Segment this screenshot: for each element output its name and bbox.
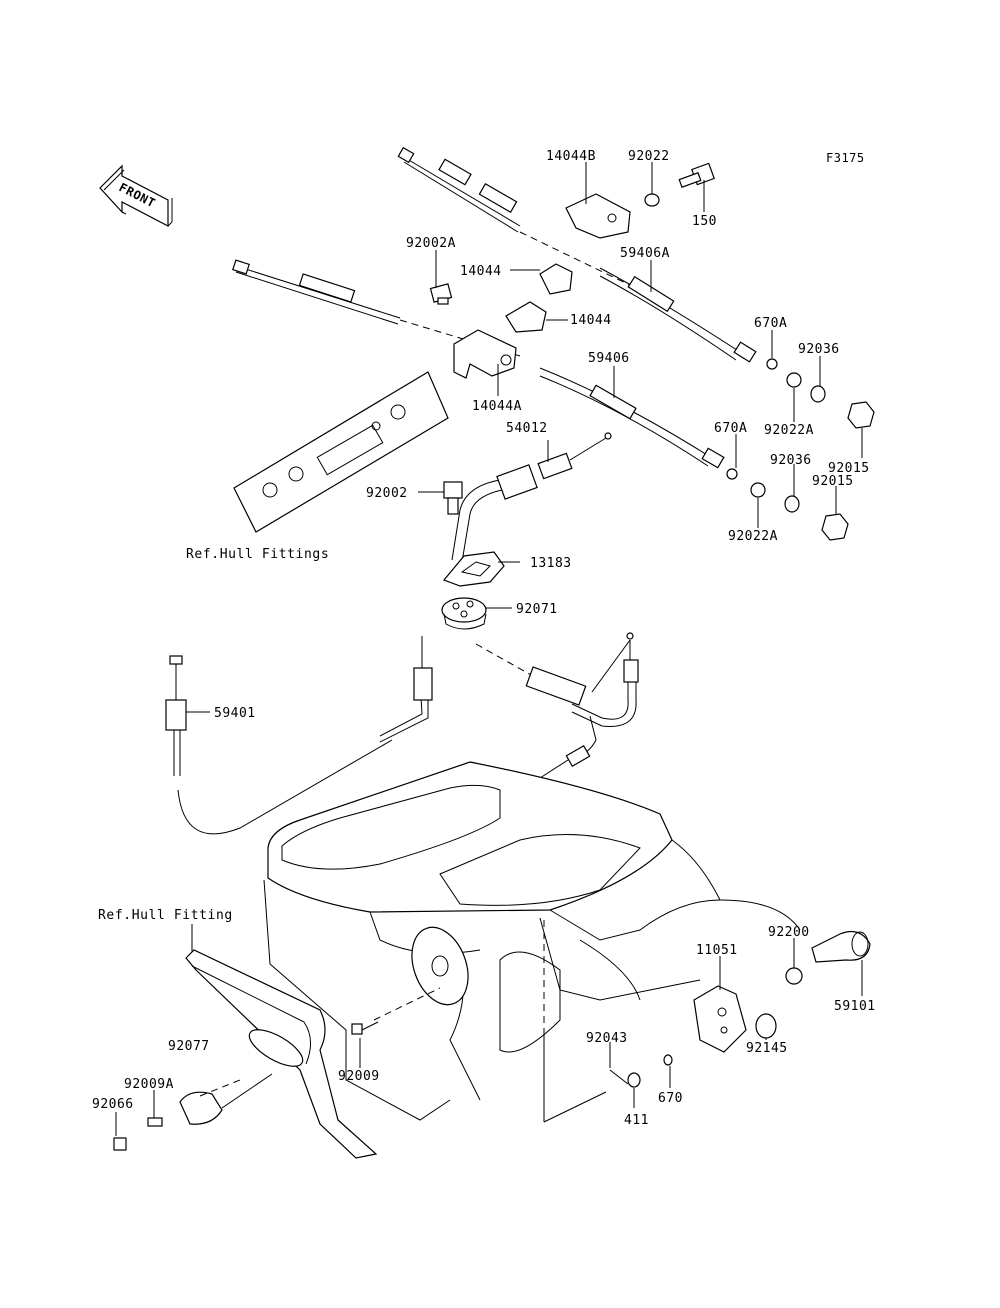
label-92200: 92200: [768, 925, 810, 940]
bolt-92002: [443, 481, 463, 515]
hull-panel: [233, 371, 449, 533]
figure-code: F3175: [826, 151, 865, 165]
label-150: 150: [692, 214, 717, 229]
throttle-cable-assembly: [525, 632, 639, 784]
bracket-14044A: [453, 329, 517, 379]
clamp-14044-lower: [505, 301, 547, 333]
label-92071: 92071: [516, 602, 558, 617]
label-670A-upper: 670A: [754, 316, 787, 331]
oring-670A-lower: [726, 468, 738, 480]
ref-hull-fitting: Ref.Hull Fitting: [98, 908, 233, 923]
label-92015-lower: 92015: [812, 474, 854, 489]
dashed-leaders: [199, 920, 545, 1097]
front-arrow-icon: FRONT: [99, 164, 173, 227]
label-92009A: 92009A: [124, 1077, 174, 1092]
label-92022A-upper: 92022A: [764, 423, 814, 438]
choke-cable-54012: [451, 432, 612, 563]
oring-670: [663, 1054, 673, 1066]
bolt-92002A: [429, 283, 453, 305]
leader-92071: [475, 643, 541, 681]
cover-part: [179, 1091, 223, 1125]
washer-92200: [785, 967, 803, 985]
label-92066: 92066: [92, 1097, 134, 1112]
plate-13183: [442, 551, 505, 587]
label-92002A: 92002A: [406, 236, 456, 251]
cap-92071: [441, 597, 487, 630]
label-92036-upper: 92036: [798, 342, 840, 357]
clamp-14044-upper: [539, 263, 573, 295]
label-59406: 59406: [588, 351, 630, 366]
label-13183: 13183: [530, 556, 572, 571]
cover-11051: [693, 985, 747, 1053]
nut-92066: [113, 1137, 127, 1151]
label-59406A: 59406A: [620, 246, 670, 261]
ref-hull-fittings: Ref.Hull Fittings: [186, 547, 329, 562]
screw-92009A: [147, 1104, 163, 1127]
label-59101: 59101: [834, 999, 876, 1014]
cable-59401: [165, 655, 393, 835]
label-92002: 92002: [366, 486, 408, 501]
oring-670A-upper: [766, 358, 778, 370]
washer-92022: [644, 193, 660, 207]
label-670: 670: [658, 1091, 683, 1106]
label-14044A: 14044A: [472, 399, 522, 414]
cable-elbow: [379, 636, 433, 743]
label-411: 411: [624, 1113, 649, 1128]
label-92043: 92043: [586, 1031, 628, 1046]
label-92077: 92077: [168, 1039, 210, 1054]
washer-411: [627, 1072, 641, 1088]
hull-body: [263, 761, 801, 1121]
nut-92015-upper: [847, 401, 875, 429]
leader-lines: [115, 162, 863, 1136]
label-11051: 11051: [696, 943, 738, 958]
label-92015-upper: 92015: [828, 461, 870, 476]
label-92022: 92022: [628, 149, 670, 164]
bolt-150: [678, 162, 715, 188]
label-92009: 92009: [338, 1069, 380, 1084]
label-670A-lower: 670A: [714, 421, 747, 436]
label-14044-lower: 14044: [570, 313, 612, 328]
panel-92077: [185, 949, 378, 1159]
label-92022A-lower: 92022A: [728, 529, 778, 544]
label-14044-upper: 14044: [460, 264, 502, 279]
label-14044B: 14044B: [546, 149, 596, 164]
screw-92009: [351, 1021, 379, 1035]
bracket-14044B: [565, 193, 631, 239]
cable-59406: [232, 259, 725, 469]
washer-92022A-upper: [786, 372, 802, 388]
ring-92145: [755, 1013, 777, 1039]
nut-92036-lower: [784, 495, 800, 513]
label-54012: 54012: [506, 421, 548, 436]
nut-92036-upper: [810, 385, 826, 403]
label-92145: 92145: [746, 1041, 788, 1056]
nut-92015-lower: [821, 513, 849, 541]
label-59401: 59401: [214, 706, 256, 721]
hull-grille: [411, 926, 469, 1006]
knob-59101: [811, 931, 871, 963]
pin-92043: [609, 1069, 629, 1085]
cable-59406A: [397, 146, 757, 363]
label-92036-lower: 92036: [770, 453, 812, 468]
washer-92022A-lower: [750, 482, 766, 498]
